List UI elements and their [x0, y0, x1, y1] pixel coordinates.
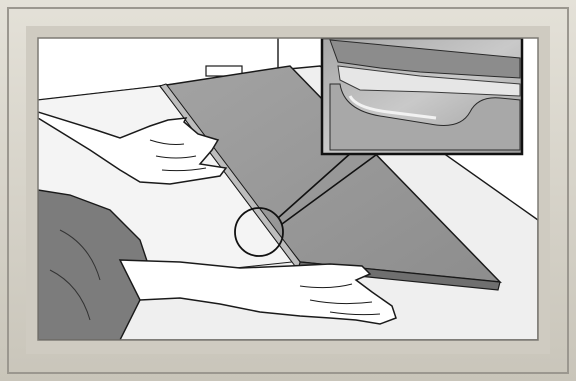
picture-area	[38, 38, 538, 340]
